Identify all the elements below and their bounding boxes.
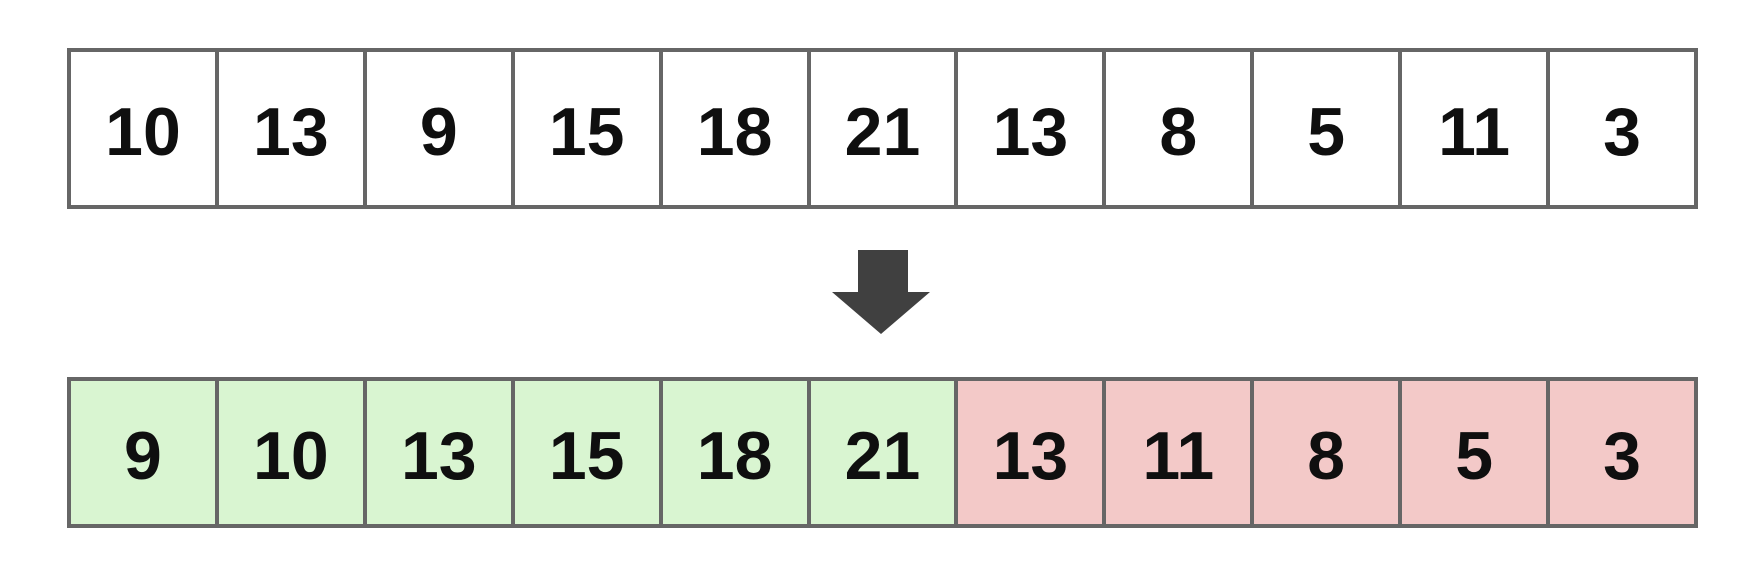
array-cell: 13	[954, 52, 1103, 205]
array-cell-ascending: 10	[214, 381, 363, 524]
array-cell: 15	[510, 52, 659, 205]
array-cell: 9	[362, 52, 511, 205]
array-cell: 8	[1102, 52, 1251, 205]
array-cell: 5	[1250, 52, 1399, 205]
array-cell-descending: 11	[1102, 381, 1251, 524]
array-cell: 18	[658, 52, 807, 205]
array-cell-ascending: 18	[658, 381, 807, 524]
array-cell-descending: 3	[1546, 381, 1694, 524]
array-cell-descending: 13	[954, 381, 1103, 524]
down-arrow-shape	[832, 250, 930, 334]
array-cell: 3	[1546, 52, 1694, 205]
array-cell: 11	[1398, 52, 1547, 205]
array-cell-descending: 5	[1398, 381, 1547, 524]
array-cell: 21	[806, 52, 955, 205]
down-arrow-icon	[832, 250, 930, 334]
result-array-row: 9 10 13 15 18 21 13 11 8 5 3	[67, 377, 1698, 528]
array-cell: 10	[71, 52, 215, 205]
array-cell-ascending: 15	[510, 381, 659, 524]
array-cell-ascending: 13	[362, 381, 511, 524]
array-cell-ascending: 21	[806, 381, 955, 524]
array-cell-ascending: 9	[71, 381, 215, 524]
array-cell-descending: 8	[1250, 381, 1399, 524]
unsorted-array-row: 10 13 9 15 18 21 13 8 5 11 3	[67, 48, 1698, 209]
array-cell: 13	[214, 52, 363, 205]
